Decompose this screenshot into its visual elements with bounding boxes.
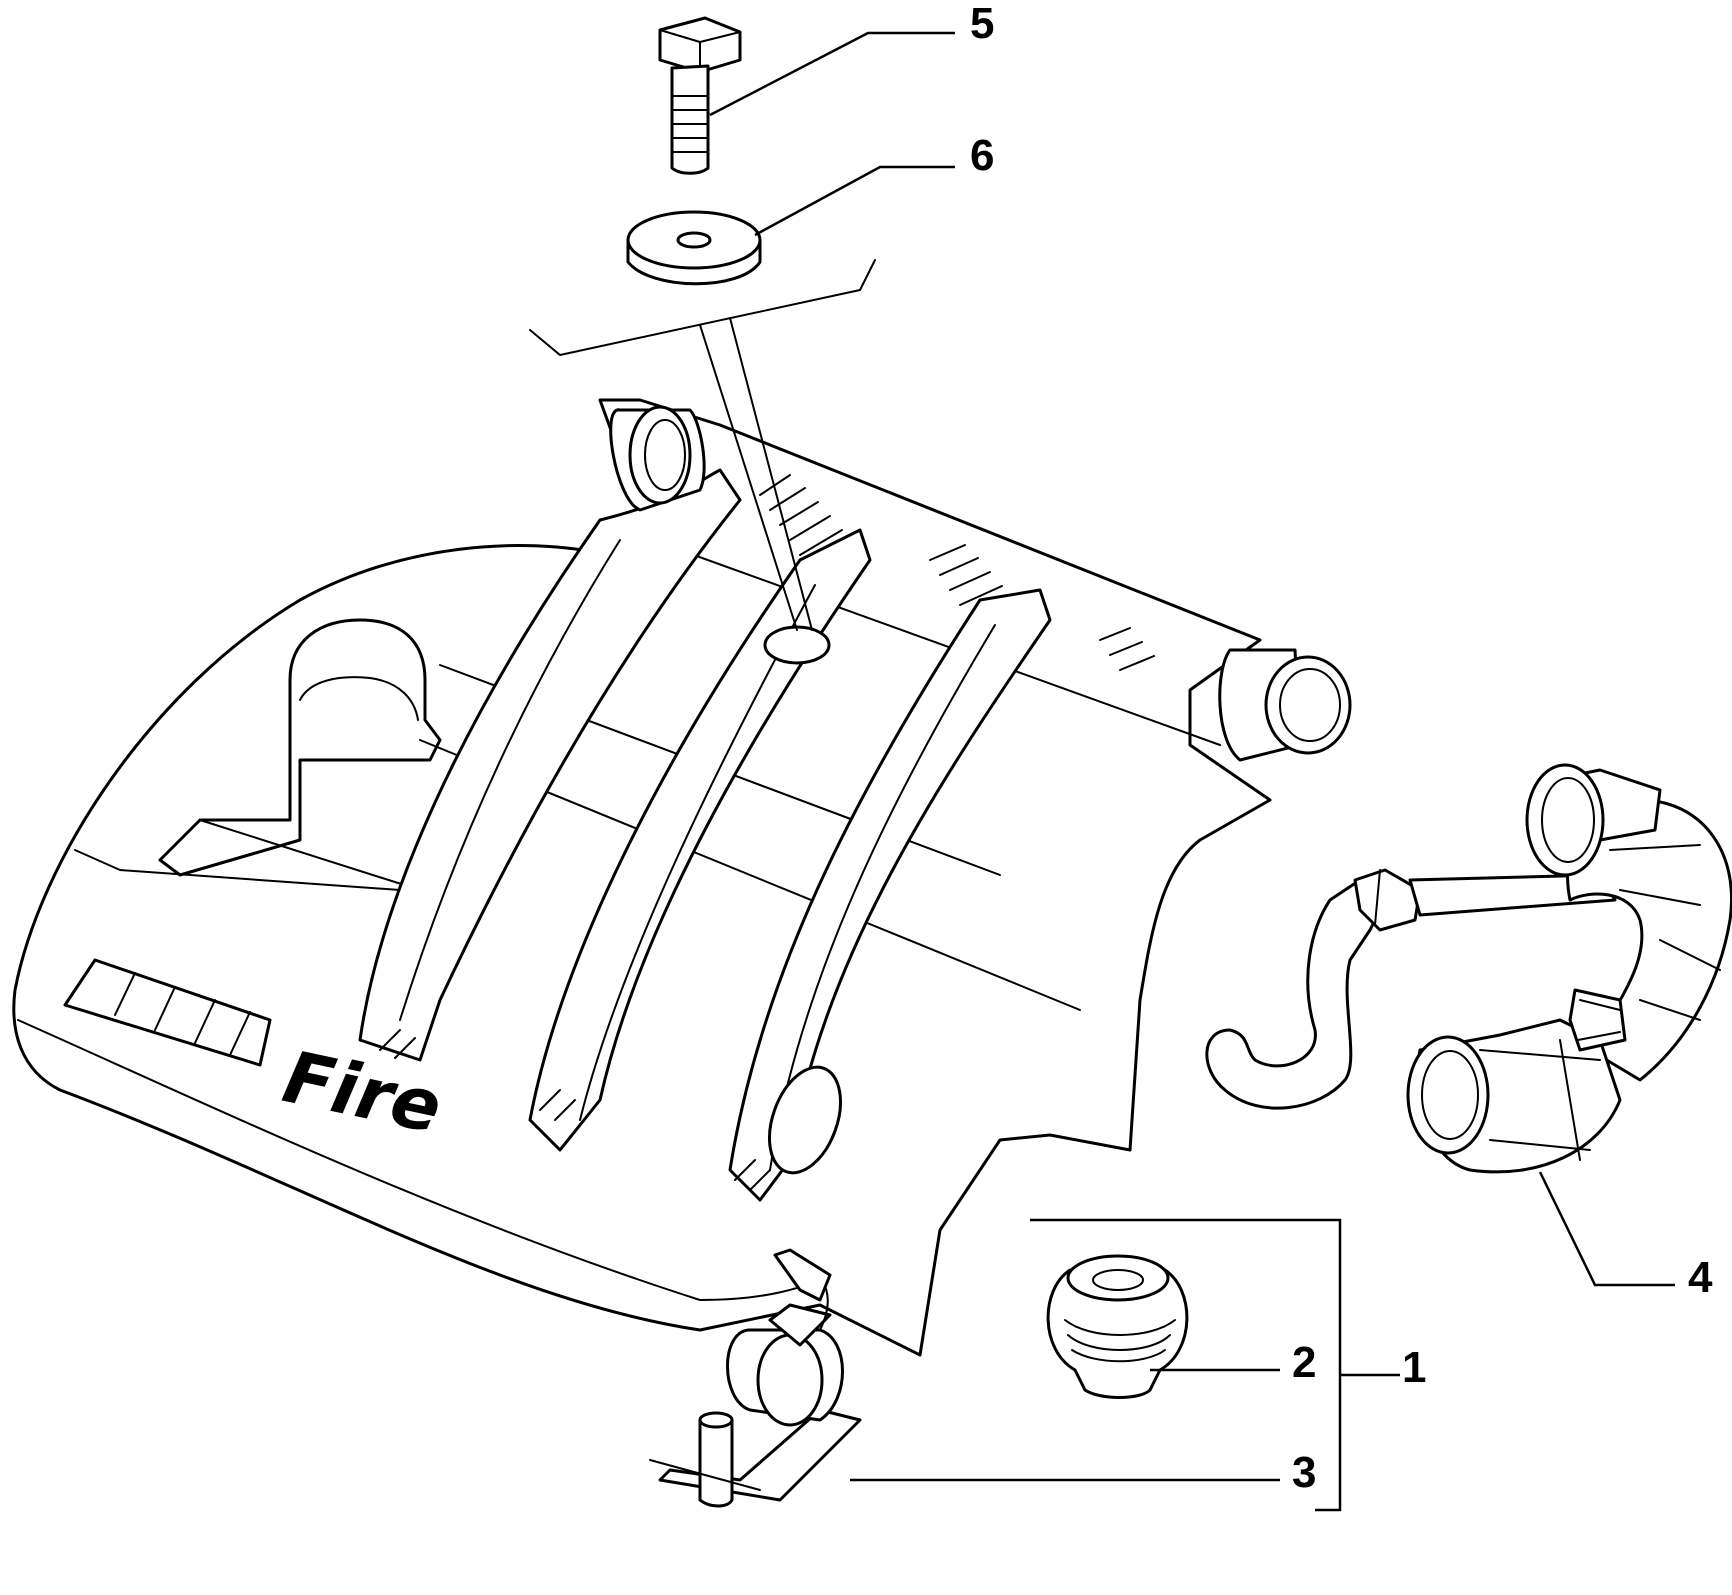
callout-3: 3 [1292,1448,1316,1497]
leader-lines [709,31,1675,1512]
rubber-grommet [1046,1254,1189,1399]
bolt [658,16,742,175]
callout-2: 2 [1292,1338,1316,1387]
engine-cover: Fire [12,398,1352,1357]
cover-left-boss [609,405,706,512]
cover-mounting-hole [763,625,831,665]
callout-5: 5 [970,0,994,48]
cover-right-boss [1218,648,1352,762]
cover-badge [63,958,272,1067]
callout-labels: 5 6 2 1 3 4 [970,0,1713,1497]
cover-ribbing [379,474,1155,1191]
callout-6: 6 [970,131,994,180]
mounting-guide-lines [529,259,876,631]
breather-hose [1205,763,1732,1174]
hose-clip-bracket [649,1248,862,1508]
callout-1: 1 [1402,1343,1426,1392]
callout-4: 4 [1688,1253,1713,1302]
washer [626,210,762,286]
